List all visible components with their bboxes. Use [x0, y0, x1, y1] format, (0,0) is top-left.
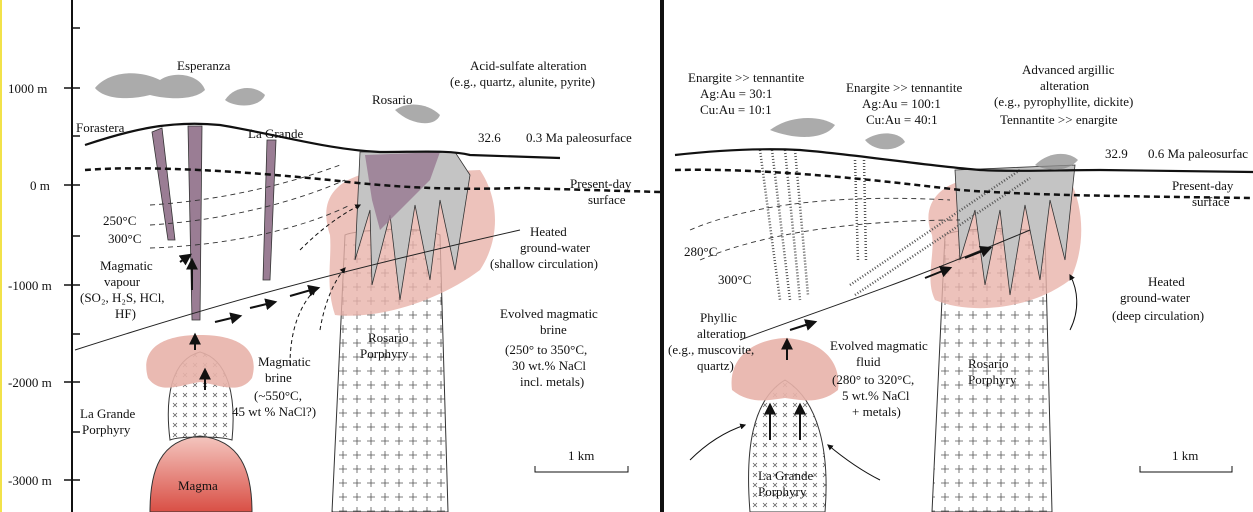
phyllic-label: (e.g., muscovite,	[668, 342, 754, 357]
la-grande-porphyry-label: La Grande	[758, 468, 813, 483]
rosario-porphyry-label: Rosario	[368, 330, 408, 345]
phyllic-label: alteration	[697, 326, 747, 341]
depth-axis: 1000 m 0 m -1000 m -2000 m -3000 m	[8, 0, 80, 512]
present-day-label: surface	[588, 192, 626, 207]
axis-tick-label: 0 m	[30, 178, 50, 193]
acid-sulfate-label: Acid-sulfate alteration	[470, 58, 587, 73]
evolved-fluid-label: (280° to 320°C,	[832, 372, 914, 387]
scale-bar: 1 km	[535, 448, 628, 472]
esperanza-vent	[188, 126, 202, 320]
la-grande-vent	[263, 140, 276, 280]
age-label: 32.6	[478, 130, 501, 145]
evolved-brine-label: incl. metals)	[520, 374, 584, 389]
vent-label: Forastera	[76, 120, 125, 135]
enargite-label: Ag:Au = 30:1	[700, 86, 772, 101]
axis-tick-label: 1000 m	[8, 81, 47, 96]
temperature-label: 280°C	[684, 244, 717, 259]
heated-groundwater-label: Heated	[530, 224, 567, 239]
evolved-brine-label: brine	[540, 322, 567, 337]
rosario-porphyry-label: Porphyry	[360, 346, 409, 361]
heated-groundwater-label: ground-water	[520, 240, 591, 255]
axis-tick-label: -2000 m	[8, 375, 52, 390]
present-day-label: surface	[1192, 194, 1230, 209]
isotherms	[150, 165, 350, 248]
heated-groundwater-label: (shallow circulation)	[490, 256, 598, 271]
present-day-label: Present-day	[570, 176, 632, 191]
magmatic-vapour-label: (SO₂, H₂S, HCl,	[80, 290, 165, 305]
magmatic-vapour-label: HF)	[115, 306, 136, 321]
phyllic-label: Phyllic	[700, 310, 737, 325]
magmatic-brine-label: 45 wt % NaCl?)	[232, 404, 316, 419]
magmatic-brine-zone	[146, 335, 253, 388]
vent-label: Rosario	[372, 92, 412, 107]
heated-groundwater-label: ground-water	[1120, 290, 1191, 305]
la-grande-porphyry-label: Porphyry	[758, 484, 807, 499]
vent-label: La Grande	[248, 126, 303, 141]
phyllic-label: quartz)	[697, 358, 734, 373]
temperature-label: 300°C	[108, 231, 141, 246]
heated-groundwater-label: Heated	[1148, 274, 1185, 289]
evolved-brine-label: 30 wt.% NaCl	[512, 358, 586, 373]
right-panel: Enargite >> tennantite Ag:Au = 30:1 Cu:A…	[668, 62, 1253, 512]
scale-label: 1 km	[1172, 448, 1198, 463]
enargite-label: Enargite >> tennantite	[688, 70, 804, 85]
advanced-argillic-label: Advanced argillic	[1022, 62, 1115, 77]
evolved-fluid-label: Evolved magmatic	[830, 338, 928, 353]
advanced-argillic-label: (e.g., pyrophyllite, dickite)	[994, 94, 1133, 109]
evolved-fluid-label: 5 wt.% NaCl	[842, 388, 910, 403]
la-grande-porphyry-label: Porphyry	[82, 422, 131, 437]
magmatic-brine-label: (~550°C,	[254, 388, 302, 403]
heated-groundwater-label: (deep circulation)	[1112, 308, 1204, 323]
evolved-fluid-label: + metals)	[852, 404, 901, 419]
magmatic-vapour-label: Magmatic	[100, 258, 153, 273]
advanced-argillic-label: alteration	[1040, 78, 1090, 93]
vent-label: Esperanza	[177, 58, 231, 73]
evolved-brine-label: Evolved magmatic	[500, 306, 598, 321]
axis-tick-label: -3000 m	[8, 473, 52, 488]
magma-body	[150, 436, 252, 512]
rosario-porphyry-label: Porphyry	[968, 372, 1017, 387]
evolved-fluid-label: fluid	[856, 354, 881, 369]
magma-label: Magma	[178, 478, 218, 493]
la-grande-porphyry-label: La Grande	[80, 406, 135, 421]
temperature-label: 300°C	[718, 272, 751, 287]
magmatic-vapour-label: vapour	[104, 274, 141, 289]
paleosurface-label: 0.3 Ma paleosurface	[526, 130, 632, 145]
magmatic-brine-label: Magmatic	[258, 354, 311, 369]
present-day-label: Present-day	[1172, 178, 1234, 193]
age-label: 32.9	[1105, 146, 1128, 161]
axis-tick-label: -1000 m	[8, 278, 52, 293]
left-panel: Esperanza Forastera La Grande Rosario Ac…	[75, 58, 660, 512]
acid-sulfate-label: (e.g., quartz, alunite, pyrite)	[450, 74, 595, 89]
enargite-label: Enargite >> tennantite	[846, 80, 962, 95]
magmatic-brine-label: brine	[265, 370, 292, 385]
enargite-label: Cu:Au = 10:1	[700, 102, 772, 117]
scale-bar: 1 km	[1140, 448, 1232, 472]
advanced-argillic-label: Tennantite >> enargite	[1000, 112, 1118, 127]
enargite-label: Cu:Au = 40:1	[866, 112, 938, 127]
scale-label: 1 km	[568, 448, 594, 463]
enargite-label: Ag:Au = 100:1	[862, 96, 941, 111]
rosario-porphyry-label: Rosario	[968, 356, 1008, 371]
temperature-label: 250°C	[103, 213, 136, 228]
evolved-brine-label: (250° to 350°C,	[505, 342, 587, 357]
paleosurface-label: 0.6 Ma paleosurfac	[1148, 146, 1248, 161]
